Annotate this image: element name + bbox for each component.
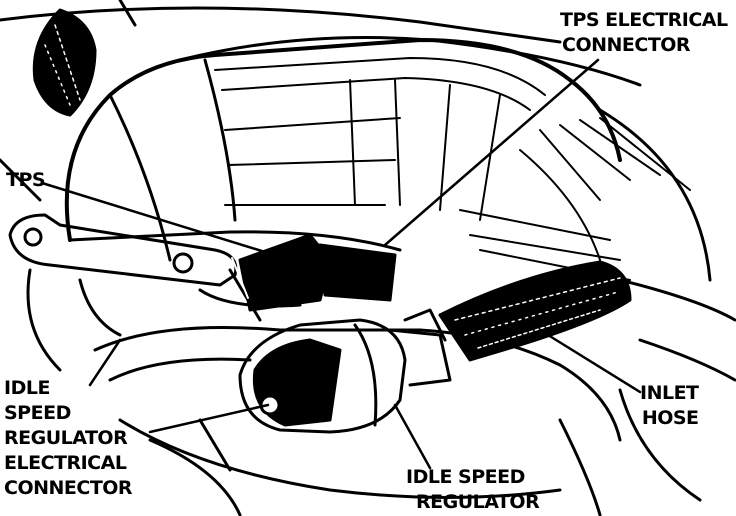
label-inlet-hose-line2: HOSE <box>641 407 699 429</box>
leader-tps <box>40 181 267 254</box>
label-inlet-hose-line1: INLET <box>640 382 699 404</box>
upper-structure <box>0 0 642 202</box>
leader-isr-connector <box>88 338 122 387</box>
label-tps-electrical-connector-line1: TPS ELECTRICAL <box>560 9 728 31</box>
label-tps-electrical-connector-line2: CONNECTOR <box>562 34 691 56</box>
label-tps-electrical-connector: TPS ELECTRICAL CONNECTOR <box>560 8 728 58</box>
lower-tubing <box>93 326 622 516</box>
leader-inlet-hose <box>538 328 642 394</box>
tps-sensor <box>231 233 397 312</box>
label-isr-connector-line1: IDLE <box>4 377 50 399</box>
label-inlet-hose: INLET HOSE <box>640 381 699 431</box>
upper-left-hose <box>32 8 97 117</box>
leader-isr <box>393 403 432 470</box>
label-isr-line2: REGULATOR <box>416 491 540 513</box>
idle-speed-regulator <box>238 308 452 434</box>
label-isr-connector-line5: CONNECTOR <box>4 477 133 499</box>
label-tps: TPS <box>6 168 46 193</box>
throttle-body-flange <box>8 213 238 287</box>
leader-tps-connector <box>383 58 600 247</box>
label-isr-connector-line4: ELECTRICAL <box>4 452 127 474</box>
label-isr-connector-line2: SPEED <box>4 402 71 424</box>
label-isr-electrical-connector: IDLE SPEED REGULATOR ELECTRICAL CONNECTO… <box>4 376 133 501</box>
air-intake-body <box>64 38 622 262</box>
label-tps-text: TPS <box>6 169 46 191</box>
leader-isr-connector-2 <box>148 403 270 434</box>
leader-lines <box>40 58 642 470</box>
label-idle-speed-regulator: IDLE SPEED REGULATOR <box>406 465 540 515</box>
label-isr-line1: IDLE SPEED <box>406 466 525 488</box>
label-isr-connector-line3: REGULATOR <box>4 427 128 449</box>
inlet-hose <box>438 260 632 362</box>
